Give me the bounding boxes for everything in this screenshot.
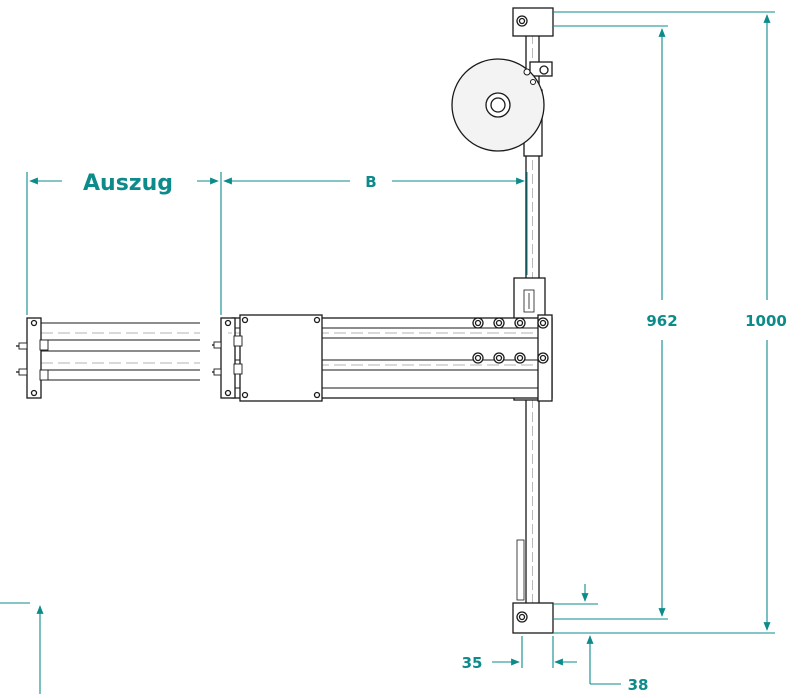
dim-38-label: 38 — [628, 676, 649, 694]
top-bracket — [512, 7, 554, 37]
rollers — [472, 317, 549, 364]
dim-1000-label: 1000 — [745, 312, 787, 330]
dim-35-label: 35 — [462, 654, 483, 672]
b-label: B — [365, 173, 376, 191]
horizontal-arm — [212, 314, 553, 402]
bottom-bracket — [512, 602, 554, 634]
auszug-label: Auszug — [83, 171, 173, 196]
cable-reel — [451, 58, 553, 157]
trolley-plate — [239, 314, 323, 402]
dim-962-label: 962 — [646, 312, 677, 330]
dimension-lines — [0, 11, 775, 694]
extension-arm — [16, 317, 232, 399]
